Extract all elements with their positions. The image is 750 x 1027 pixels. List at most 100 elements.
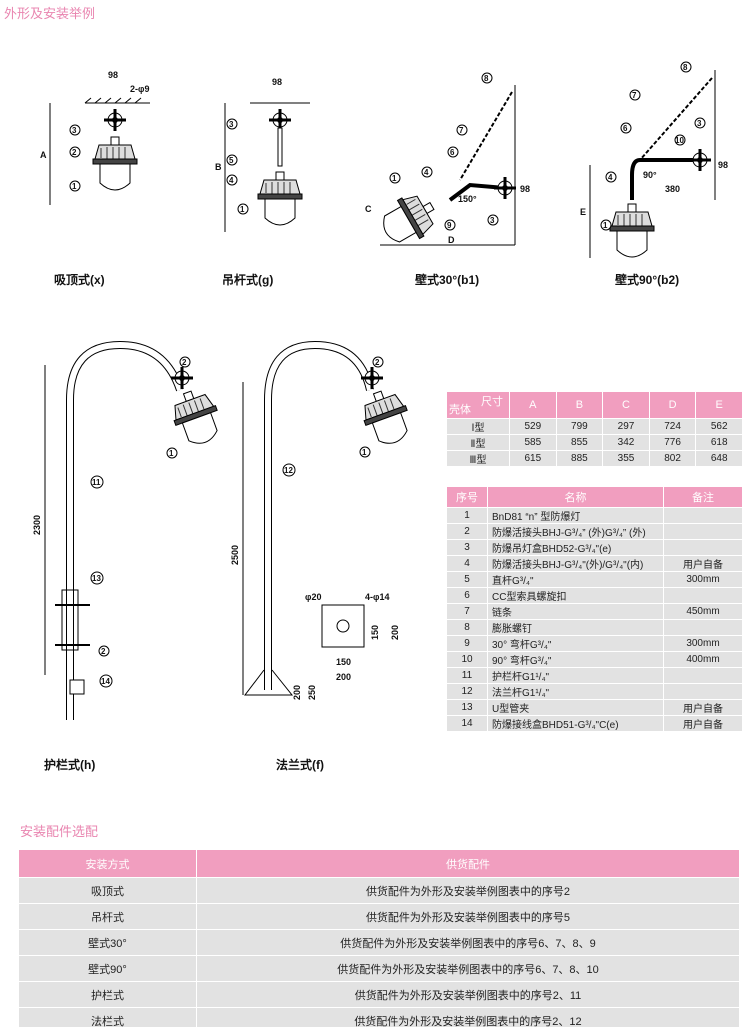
dimension-value: 618 (695, 434, 743, 451)
part-number: 2 (446, 523, 488, 540)
install-method: 护栏式 (18, 981, 197, 1008)
dimension-value: 615 (509, 450, 557, 467)
part-number: 1 (446, 507, 488, 524)
shell-type: Ⅲ型 (446, 450, 510, 467)
install-method: 壁式30° (18, 929, 197, 956)
drawing-label: 8 (683, 63, 688, 72)
figure-guardrail-mount: 2300 2 1 11 13 2 14 护栏式(h) (32, 340, 227, 772)
drawing-label: 200 (292, 685, 302, 700)
part-name: 直杆G³/₄" (487, 571, 664, 588)
part-note: 用户自备 (663, 699, 743, 716)
drawing-label: 380 (665, 184, 680, 194)
part-name: BnD81 “n” 型防爆灯 (487, 507, 664, 524)
dimension-value: 585 (509, 434, 557, 451)
header-c: C (602, 391, 650, 419)
install-method: 壁式90° (18, 955, 197, 982)
header-b: B (555, 391, 604, 419)
header-a: A (509, 391, 557, 419)
supplied-parts: 供货配件为外形及安装举例图表中的序号2、12 (196, 1007, 740, 1027)
drawing-label: 8 (484, 74, 489, 83)
part-name: 防爆活接头BHJ-G³/₄” (外)G³/₄” (外) (487, 523, 664, 540)
supplied-parts: 供货配件为外形及安装举例图表中的序号5 (196, 903, 740, 930)
part-name: 防爆吊灯盒BHD52-G³/₄"(e) (487, 539, 664, 556)
header-d: D (648, 391, 697, 419)
drawing-label: 4-φ14 (365, 592, 389, 602)
part-note (663, 683, 743, 700)
part-note: 用户自备 (663, 715, 743, 732)
part-number: 11 (446, 667, 488, 684)
part-note (663, 587, 743, 604)
drawing-label: A (40, 150, 47, 160)
drawing-label: 4 (424, 168, 429, 177)
header-note: 备注 (663, 486, 743, 508)
part-number: 4 (446, 555, 488, 572)
caption-ceiling: 吸顶式(x) (54, 272, 105, 287)
drawing-label: 200 (336, 672, 351, 682)
drawing-label: 2 (101, 647, 106, 656)
dimension-value: 529 (509, 418, 557, 435)
corner-header: 尺寸 壳体 (446, 391, 510, 419)
table-row: 护栏式供货配件为外形及安装举例图表中的序号2、11 (18, 981, 740, 1008)
caption-flange: 法兰式(f) (276, 757, 324, 772)
drawing-label: 1 (392, 174, 397, 183)
drawing-label: 250 (307, 685, 317, 700)
dimension-value: 562 (695, 418, 743, 435)
part-name: CC型索具螺旋扣 (487, 587, 664, 604)
part-number: 12 (446, 683, 488, 700)
figure-flange-mount: 2500 φ20 4-φ14 150 200 150 200 200 250 2… (230, 340, 417, 772)
dimension-value: 855 (555, 434, 604, 451)
drawing-label: 200 (390, 625, 400, 640)
part-number: 5 (446, 571, 488, 588)
drawing-label: 2300 (32, 515, 42, 535)
header-parts: 供货配件 (196, 849, 740, 878)
dimension-value: 802 (648, 450, 697, 467)
dimension-value: 799 (555, 418, 604, 435)
drawing-label: 12 (284, 466, 293, 475)
drawing-label: 3 (229, 120, 234, 129)
table-row: 吊杆式供货配件为外形及安装举例图表中的序号5 (18, 903, 740, 930)
drawing-label: 11 (92, 478, 101, 487)
part-number: 7 (446, 603, 488, 620)
drawing-label: B (215, 162, 222, 172)
drawing-label: 1 (169, 449, 174, 458)
part-number: 8 (446, 619, 488, 636)
figure-ceiling-mount: 98 2-φ9 A 3 2 1 吸顶式(x) (40, 70, 150, 287)
drawing-label: 6 (450, 148, 455, 157)
part-note: 用户自备 (663, 555, 743, 572)
part-number: 10 (446, 651, 488, 668)
drawing-label: 1 (603, 221, 608, 230)
part-note (663, 667, 743, 684)
drawing-label: 7 (632, 91, 637, 100)
drawing-label: 3 (697, 119, 702, 128)
supplied-parts: 供货配件为外形及安装举例图表中的序号2、11 (196, 981, 740, 1008)
part-note (663, 507, 743, 524)
part-number: 14 (446, 715, 488, 732)
part-name: 防爆活接头BHJ-G³/₄"(外)/G³/₄"(内) (487, 555, 664, 572)
drawing-label: 2500 (230, 545, 240, 565)
drawing-label: E (580, 207, 586, 217)
drawing-label: 150° (458, 194, 477, 204)
part-name: 90° 弯杆G³/₄" (487, 651, 664, 668)
table-row: 法栏式供货配件为外形及安装举例图表中的序号2、12 (18, 1007, 740, 1027)
install-method: 吊杆式 (18, 903, 197, 930)
caption-wall-30: 壁式30°(b1) (415, 272, 479, 287)
install-method: 吸顶式 (18, 877, 197, 904)
supplied-parts: 供货配件为外形及安装举例图表中的序号6、7、8、10 (196, 955, 740, 982)
caption-wall-90: 壁式90°(b2) (615, 272, 679, 287)
header-e: E (695, 391, 743, 419)
drawing-label: 6 (623, 124, 628, 133)
part-name: 链条 (487, 603, 664, 620)
part-name: 法兰杆G1¹/₄" (487, 683, 664, 700)
part-number: 3 (446, 539, 488, 556)
